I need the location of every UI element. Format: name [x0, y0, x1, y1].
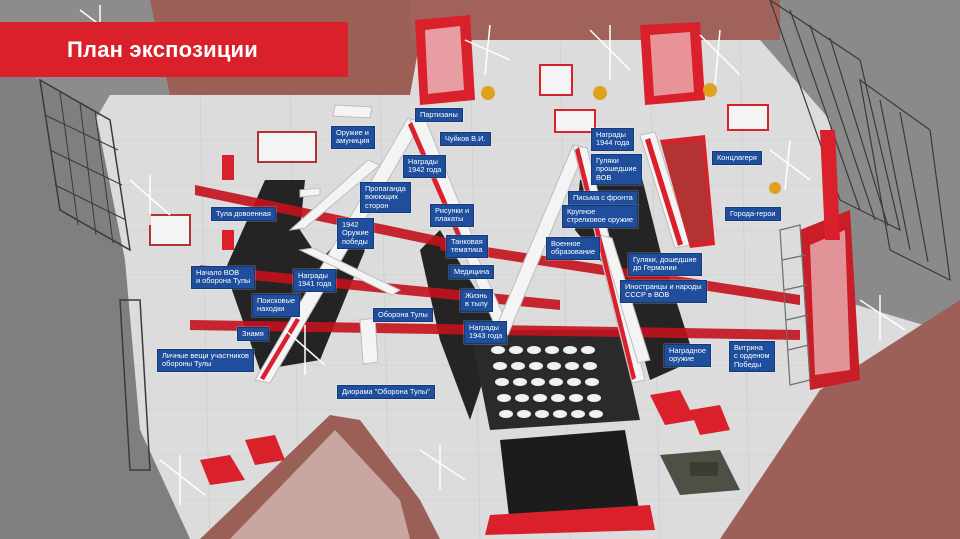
right-wall [780, 0, 960, 330]
label-drawings-posters: Рисунки и плакаты [430, 204, 475, 227]
label-shells-passed-war: Гуляки прошедшие ВОВ [591, 154, 642, 186]
label-banners: Знамя [237, 327, 269, 342]
label-personal-items: Личные вещи участников обороны Тулы [157, 349, 254, 372]
label-diorama: Диорама "Оборона Тулы" [337, 385, 435, 400]
label-life-rear: Жизнь в тылу [460, 289, 493, 312]
label-war-start: Начало ВОВ и оборона Тулы [191, 266, 256, 289]
label-partisans: Партизаны [415, 108, 463, 123]
label-tula-defense: Оборона Тулы [373, 308, 433, 323]
label-weapons-ammo: Оружие и амуниция [331, 126, 375, 149]
label-awards-1941: Награды 1941 года [293, 269, 337, 292]
label-award-weapons: Наградное оружие [664, 344, 711, 367]
label-propaganda: Пропаганда воюющих сторон [360, 182, 411, 214]
label-military-education: Военное образование [546, 237, 601, 260]
left-wall [0, 60, 190, 539]
label-search-finds: Поисковые находки [252, 294, 301, 317]
label-medicine: Медицина [449, 265, 495, 280]
label-awards-1944: Награды 1944 года [591, 128, 635, 151]
label-prewar-tula: Тула довоенная [211, 207, 276, 222]
label-large-caliber: Крупное стрелковое оружие [562, 205, 639, 228]
label-victory-order-showcase: Витрина с орденом Победы [729, 341, 775, 373]
label-awards-1942: Награды 1942 года [403, 155, 447, 178]
label-chuikov: Чуйков В.И. [440, 132, 491, 147]
label-shells-germany: Гуляки, дошедшие до Германии [628, 253, 702, 276]
label-foreigners: Иностранцы и народы СССР в ВОВ [620, 280, 707, 303]
label-tank-theme: Танковая тематика [446, 235, 488, 258]
label-awards-1943: Награды 1943 года [464, 321, 508, 344]
label-weapons-victory: 1942 Оружие победы [337, 218, 374, 250]
label-concentration-camps: Концлагеря [712, 151, 762, 166]
label-letters-front: Письма с фронта [568, 191, 638, 206]
page-title: План экспозиции [67, 36, 258, 62]
label-hero-cities: Города-герои [725, 207, 781, 222]
bottom-right-wall [720, 300, 960, 539]
title-banner: План экспозиции [0, 22, 348, 77]
cinema-screen [500, 430, 640, 525]
